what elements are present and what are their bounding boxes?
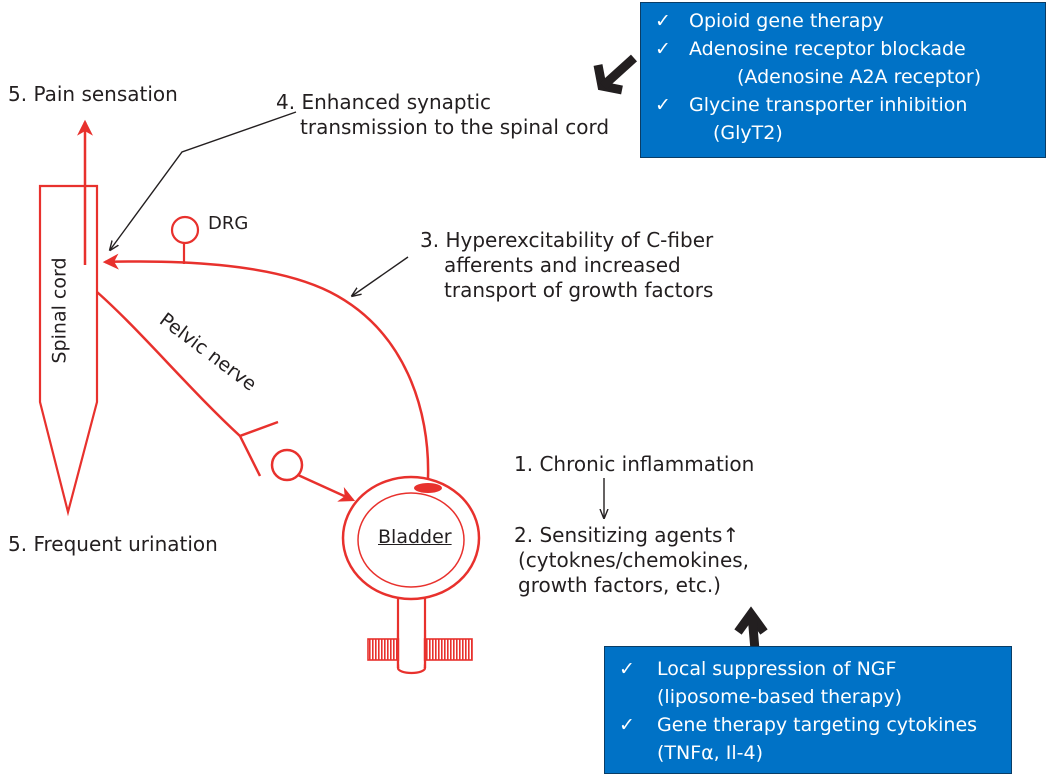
bladder-inner: [357, 492, 465, 588]
bottom-box-item-1: Local suppression of NGF: [657, 658, 897, 680]
top-box-item-4: Glycine transporter inhibition: [689, 94, 968, 116]
pelvic-nerve-fork: [238, 420, 279, 477]
pelvic-ganglion: [270, 448, 304, 482]
sensitizing-line-2: (cytoknes/chemokines,: [518, 548, 750, 572]
bottom-box-item-2: (liposome-based therapy): [657, 686, 902, 708]
top-therapy-box: ✓ Opioid gene therapy ✓ Adenosine recept…: [640, 2, 1046, 158]
frequent-urination-label: 5. Frequent urination: [8, 532, 218, 556]
hyperexcitability-label: 3. Hyperexcitability of C-fiber afferent…: [420, 228, 713, 303]
bladder-outer: [341, 475, 481, 601]
pelvic-to-bladder-arrow: [297, 473, 356, 502]
check-icon: ✓: [619, 658, 635, 680]
sensitizing-line-1: 2. Sensitizing agents↑: [514, 523, 740, 547]
bladder-label: Bladder: [378, 526, 452, 548]
check-icon: ✓: [655, 38, 671, 60]
top-box-item-5: (GlyT2): [713, 122, 783, 144]
afferent-nerve: [102, 253, 430, 479]
sensitizing-agents-label: 2. Sensitizing agents↑ (cytoknes/chemoki…: [514, 523, 749, 598]
enhanced-transmission-label: 4. Enhanced synaptic transmission to the…: [276, 90, 609, 140]
pain-sensation-label: 5. Pain sensation: [8, 82, 178, 106]
top-box-item-2: Adenosine receptor blockade: [689, 38, 966, 60]
hyper-line-2: afferents and increased: [444, 253, 681, 277]
chronic-inflammation-label: 1. Chronic inflammation: [514, 452, 755, 476]
hyper-line-3: transport of growth factors: [444, 278, 714, 302]
enhanced-line-1: 4. Enhanced synaptic: [276, 90, 491, 114]
check-icon: ✓: [655, 94, 671, 116]
drg-label: DRG: [208, 213, 249, 234]
pelvic-nerve-line: [96, 291, 241, 437]
check-icon: ✓: [655, 10, 671, 32]
bottom-therapy-box: ✓ Local suppression of NGF (liposome-bas…: [604, 646, 1012, 774]
check-icon: ✓: [619, 714, 635, 736]
bottom-box-item-3: Gene therapy targeting cytokines: [657, 714, 978, 736]
top-therapy-arrow: [593, 64, 623, 95]
enhanced-line-2: transmission to the spinal cord: [300, 115, 610, 139]
top-box-item-3: (Adenosine A2A receptor): [737, 66, 982, 88]
sensitizing-line-3: growth factors, etc.): [518, 573, 721, 597]
drg-ganglion: [170, 215, 200, 245]
hyper-line-1: 3. Hyperexcitability of C-fiber: [420, 228, 714, 252]
spinal-cord-shape: [38, 184, 99, 517]
top-box-item-1: Opioid gene therapy: [689, 10, 884, 32]
spinal-cord-label: Spinal cord: [48, 257, 71, 364]
bladder-receptor: [414, 483, 442, 493]
hyperexcitability-arrow: [352, 256, 409, 296]
enhanced-transmission-arrow: [110, 111, 297, 250]
bottom-box-item-4: (TNFα, Il-4): [657, 742, 764, 764]
bottom-therapy-arrow: [734, 606, 768, 635]
